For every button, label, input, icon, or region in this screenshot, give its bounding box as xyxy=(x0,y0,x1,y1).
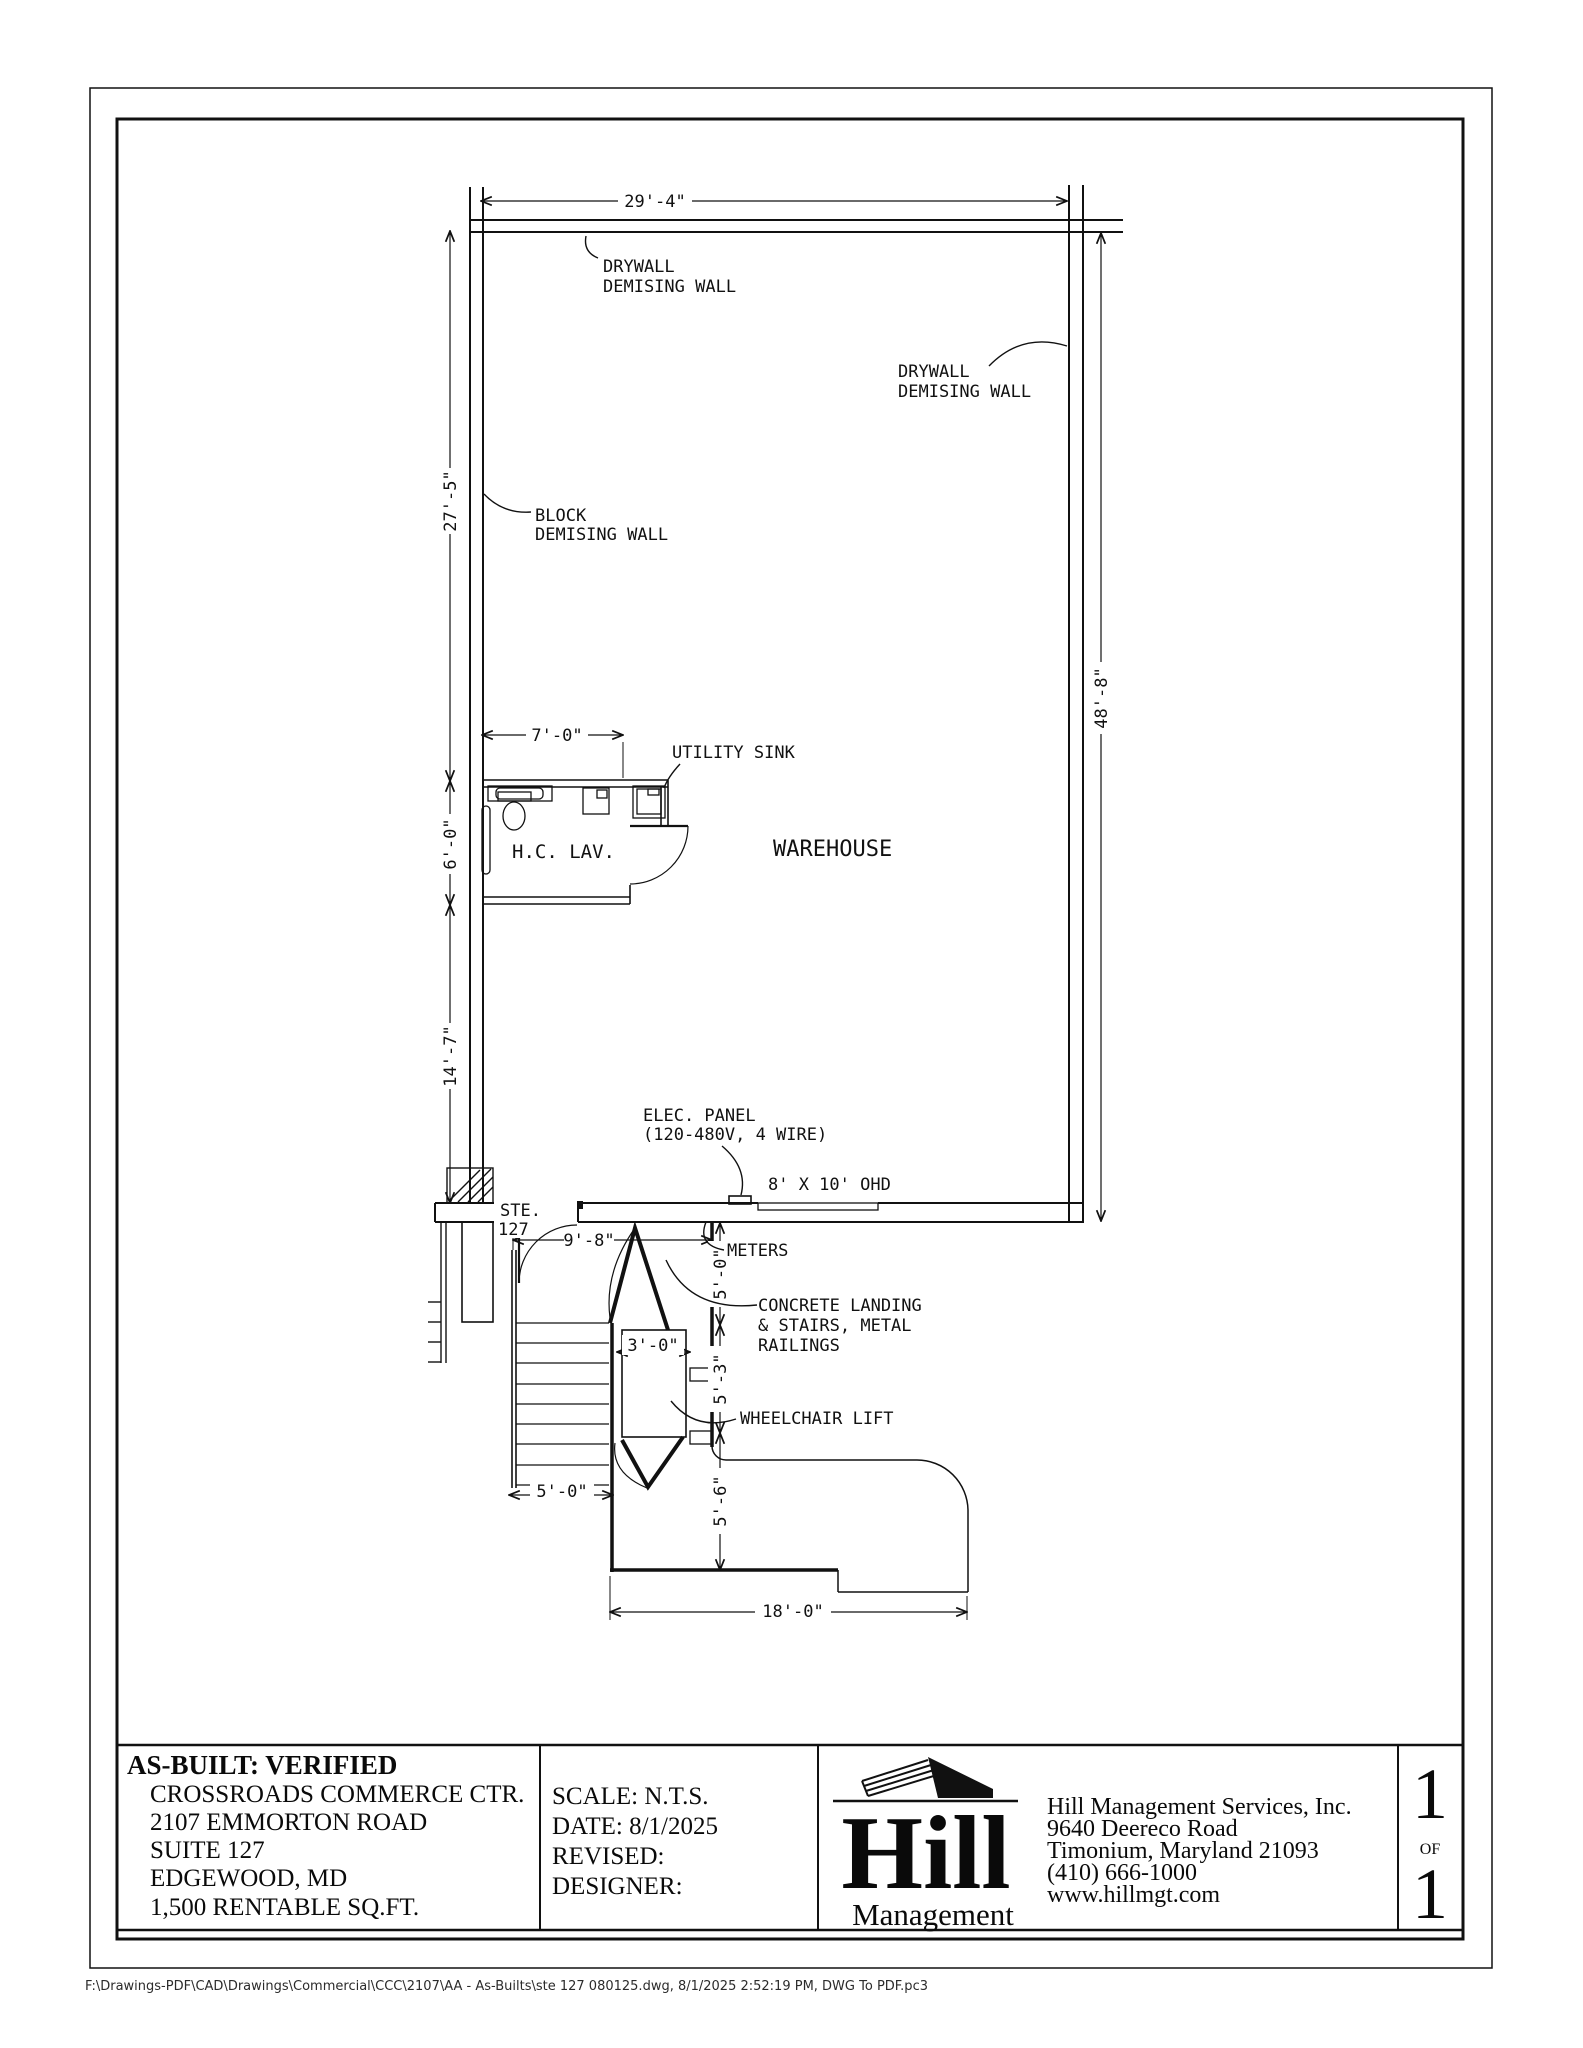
meta-designer: DESIGNER: xyxy=(552,1873,683,1900)
logo-subtext: Management xyxy=(852,1897,1014,1932)
overhead-door xyxy=(757,1202,879,1211)
company-phone: (410) 666-1000 xyxy=(1047,1860,1197,1886)
company-name: Hill Management Services, Inc. xyxy=(1047,1794,1352,1820)
front-wall xyxy=(434,1201,1083,1223)
dim-right-height: 48'-8" xyxy=(1092,667,1112,728)
entry-pilaster xyxy=(461,1221,494,1323)
room-labels: WAREHOUSE H.C. LAV. xyxy=(512,837,892,863)
project-name: CROSSROADS COMMERCE CTR. xyxy=(150,1781,524,1808)
dimension-texts: 29'-4" 48'-8" 27'-5" 6'-0" 14'-7" 7'-0" … xyxy=(441,192,1112,1622)
lav-sink xyxy=(495,787,544,800)
label-concrete-landing: CONCRETE LANDING xyxy=(758,1296,922,1316)
toilet-tank xyxy=(497,791,532,802)
sheet-of: OF xyxy=(1420,1841,1441,1858)
company-street: 9640 Deereco Road xyxy=(1047,1816,1238,1842)
dim-lift-width: 3'-0" xyxy=(627,1336,678,1356)
electrical-panel xyxy=(728,1195,752,1205)
label-concrete-landing-2: & STAIRS, METAL xyxy=(758,1316,912,1336)
dim-text-bg xyxy=(436,190,1113,1622)
dim-landing-c: 5'-6" xyxy=(711,1475,731,1526)
label-block-wall-2: DEMISING WALL xyxy=(535,525,668,545)
annotation-texts: DRYWALL DEMISING WALL DRYWALL DEMISING W… xyxy=(498,257,1031,1429)
label-ohd: 8' X 10' OHD xyxy=(768,1175,891,1195)
company-city: Timonium, Maryland 21093 xyxy=(1047,1838,1319,1864)
project-city: EDGEWOOD, MD xyxy=(150,1865,347,1892)
hc-lav-room xyxy=(483,779,689,905)
dim-landing-a: 5'-0" xyxy=(711,1248,731,1299)
label-hc-lav: H.C. LAV. xyxy=(512,841,615,863)
dim-lav-height: 6'-0" xyxy=(441,818,461,869)
wheelchair-lift xyxy=(608,1220,687,1491)
plot-file-path: F:\Drawings-PDF\CAD\Drawings\Commercial\… xyxy=(85,1979,928,1994)
label-concrete-landing-3: RAILINGS xyxy=(758,1336,840,1356)
lav-fixtures xyxy=(481,785,666,875)
project-info: AS-BUILT: VERIFIED CROSSROADS COMMERCE C… xyxy=(127,1750,524,1921)
dim-landing-b: 5'-3" xyxy=(711,1353,731,1404)
label-drywall-right: DRYWALL xyxy=(898,362,970,382)
project-area: 1,500 RENTABLE SQ.FT. xyxy=(150,1894,419,1921)
water-heater xyxy=(582,787,610,815)
label-warehouse: WAREHOUSE xyxy=(773,837,892,862)
page-border xyxy=(89,87,1493,1969)
hill-logo: Hill Management xyxy=(833,1757,1018,1932)
leader-lines xyxy=(483,235,1068,1424)
drawing-meta: SCALE: N.T.S. DATE: 8/1/2025 REVISED: DE… xyxy=(552,1783,718,1900)
project-address: 2107 EMMORTON ROAD xyxy=(150,1809,427,1836)
label-drywall-top: DRYWALL xyxy=(603,257,675,277)
company-website: www.hillmgt.com xyxy=(1047,1882,1220,1908)
dim-lav-width: 7'-0" xyxy=(531,726,582,746)
meta-date: DATE: 8/1/2025 xyxy=(552,1813,718,1840)
grab-bar xyxy=(481,805,491,875)
label-drywall-right-2: DEMISING WALL xyxy=(898,382,1031,402)
sheet-number: 1 OF 1 xyxy=(1412,1754,1448,1934)
dim-apron-width: 18'-0" xyxy=(762,1602,823,1622)
label-meters: METERS xyxy=(727,1241,788,1261)
project-suite: SUITE 127 xyxy=(150,1837,265,1864)
entry-exterior xyxy=(428,1167,494,1363)
lift-gate-post xyxy=(689,1430,713,1445)
label-suite: STE. xyxy=(500,1201,541,1221)
stairs xyxy=(511,1250,609,1488)
dim-left-lower: 14'-7" xyxy=(441,1025,461,1086)
utility-sink xyxy=(632,785,666,819)
dim-entry-width: 9'-8" xyxy=(563,1231,614,1251)
dimension-lines xyxy=(450,201,1101,1620)
label-wheelchair-lift: WHEELCHAIR LIFT xyxy=(740,1409,894,1429)
company-info: Hill Management Services, Inc. 9640 Deer… xyxy=(1047,1794,1352,1908)
meta-scale: SCALE: N.T.S. xyxy=(552,1783,709,1810)
demising-walls xyxy=(469,185,1123,1223)
toilet-bowl xyxy=(502,801,526,831)
sheet-page: 1 xyxy=(1412,1754,1448,1834)
logo-roof-icon xyxy=(928,1757,993,1798)
label-elec-panel: ELEC. PANEL xyxy=(643,1106,756,1126)
title-block: AS-BUILT: VERIFIED CROSSROADS COMMERCE C… xyxy=(117,1743,1463,1934)
lift-platform xyxy=(621,1329,687,1438)
dim-left-upper: 27'-5" xyxy=(441,470,461,531)
label-drywall-top-2: DEMISING WALL xyxy=(603,277,736,297)
lav-door-swing xyxy=(629,825,689,885)
dim-stairs-width: 5'-0" xyxy=(536,1482,587,1502)
label-utility-sink: UTILITY SINK xyxy=(672,743,796,763)
dim-top-width: 29'-4" xyxy=(624,192,685,212)
sheet-total: 1 xyxy=(1412,1854,1448,1934)
label-suite-number: 127 xyxy=(498,1220,529,1240)
concrete-landing xyxy=(610,1223,969,1593)
label-elec-panel-2: (120-480V, 4 WIRE) xyxy=(643,1125,827,1145)
meta-revised: REVISED: xyxy=(552,1843,665,1870)
logo-wordmark: Hill xyxy=(841,1794,1010,1911)
as-built-status: AS-BUILT: VERIFIED xyxy=(127,1750,397,1780)
label-block-wall: BLOCK xyxy=(535,506,587,526)
